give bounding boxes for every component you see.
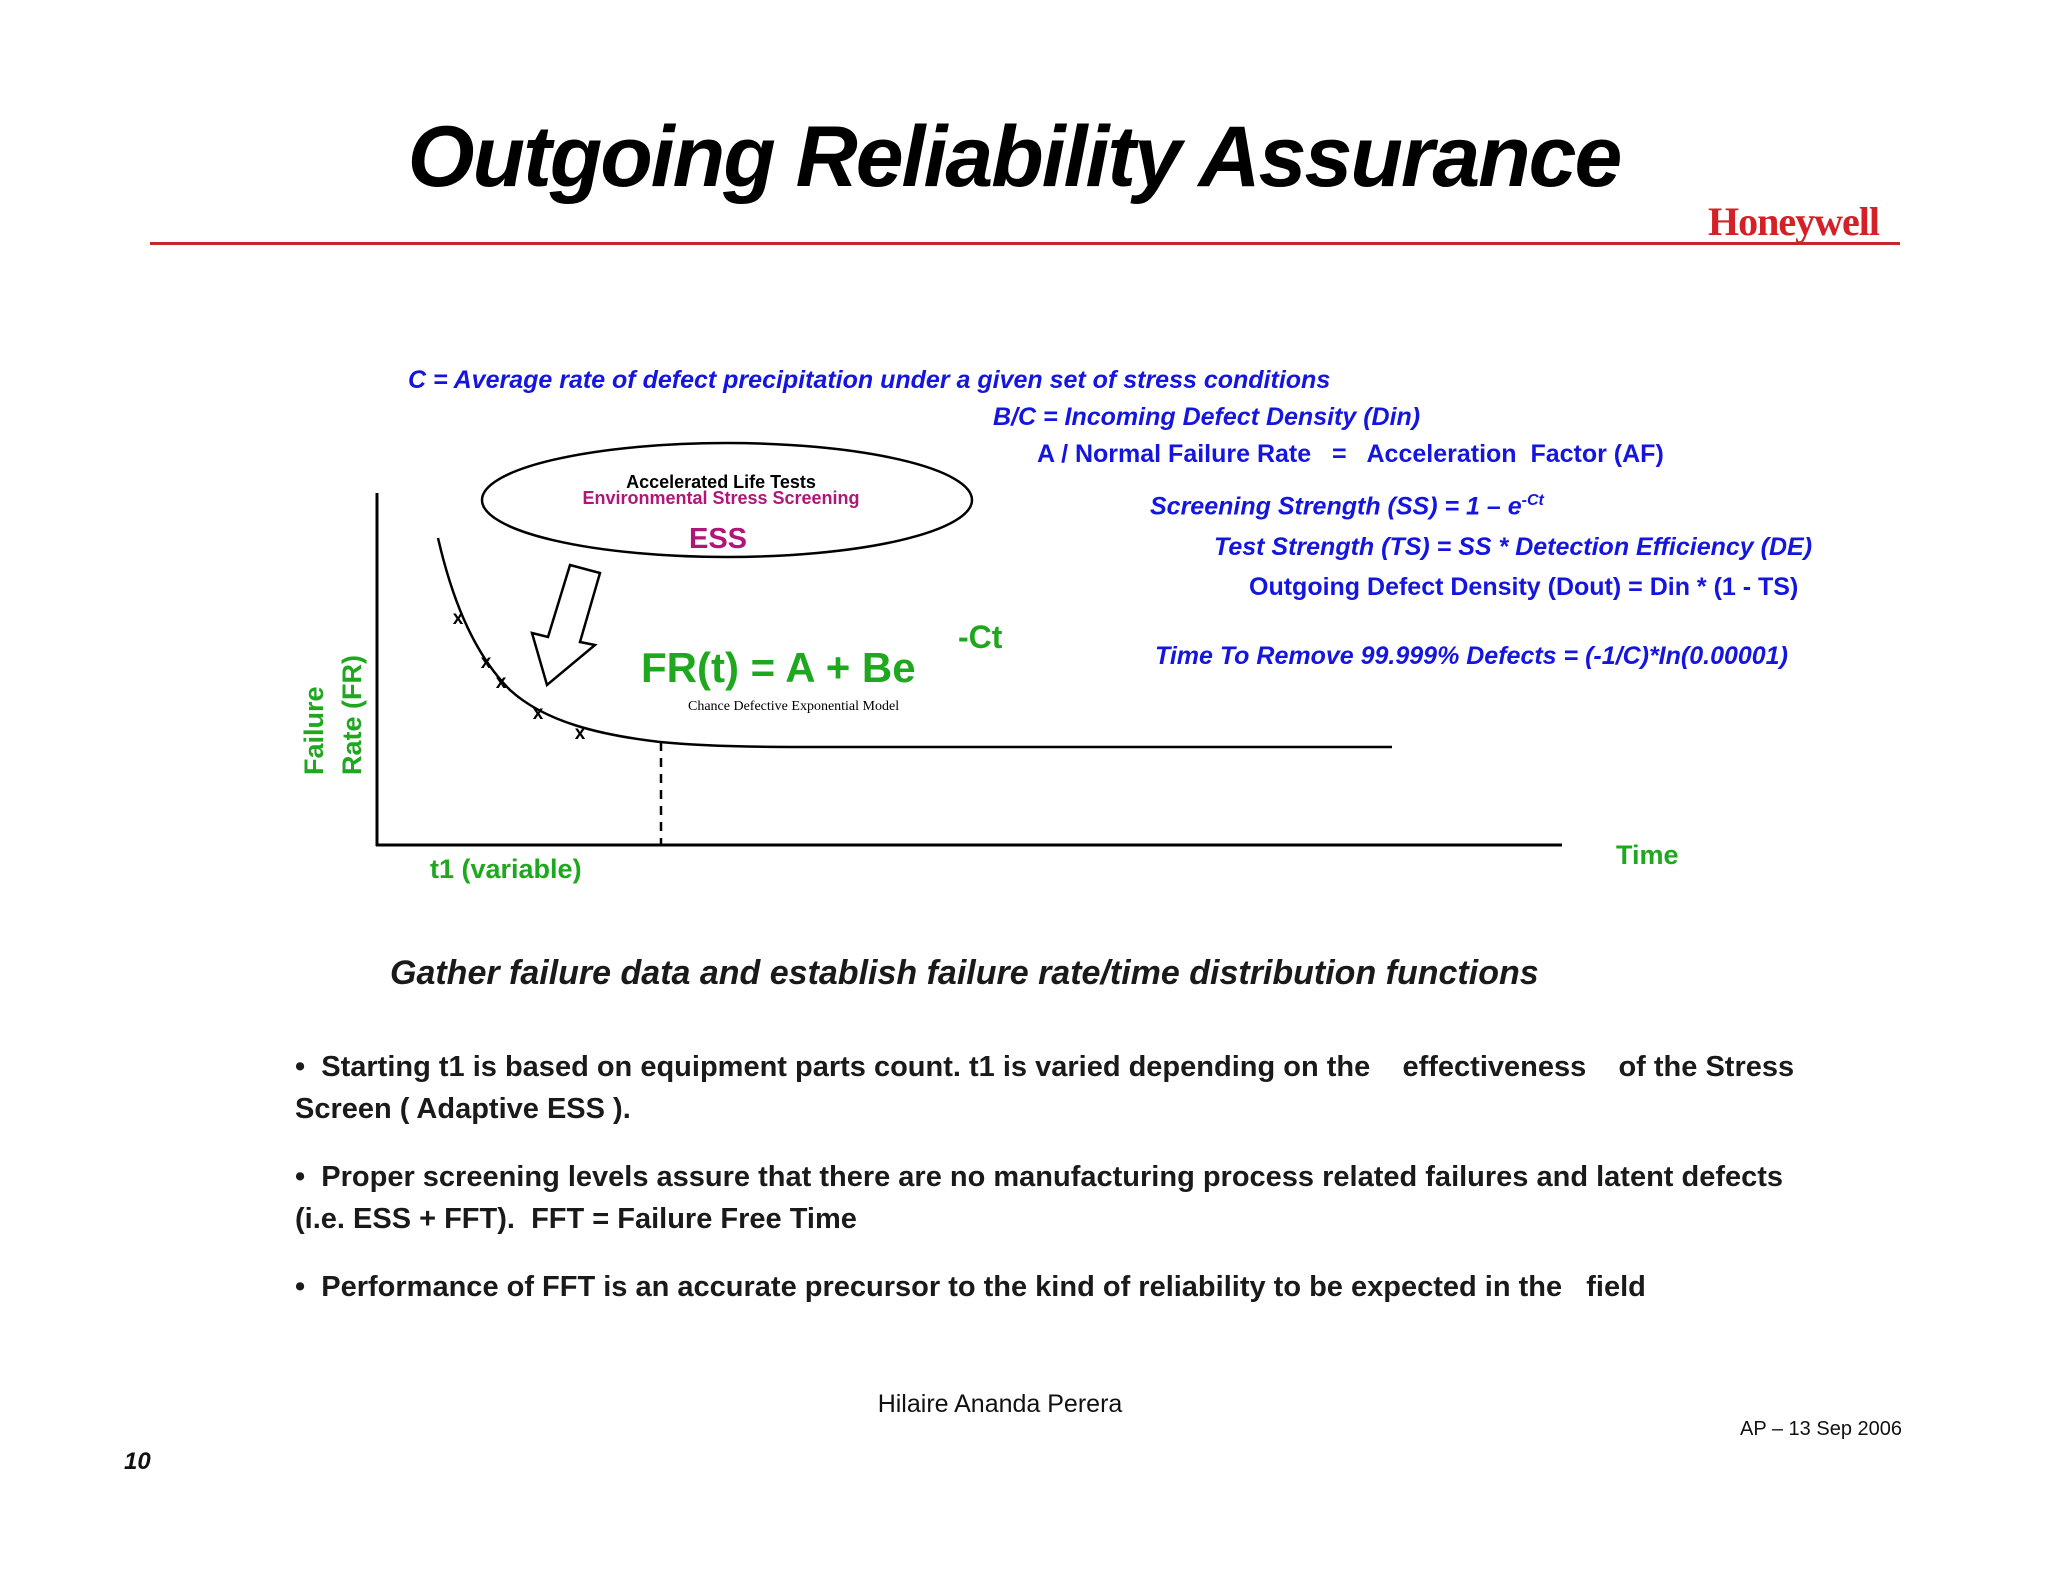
definition-c: C = Average rate of defect precipitation… [408,366,1331,394]
bullet-3: • Performance of FFT is an accurate prec… [295,1271,1646,1303]
y-axis-label-line2: Rate (FR) [337,655,367,775]
definition-ts: Test Strength (TS) = SS * Detection Effi… [1214,533,1813,561]
data-point-marker: x [575,723,586,744]
footer-date: AP – 13 Sep 2006 [1740,1418,1902,1440]
author: Hilaire Ananda Perera [877,1390,1123,1418]
definition-ss: Screening Strength (SS) = 1 – e-Ct [1150,492,1544,521]
ellipse-label-alt: Accelerated Life Tests [626,472,816,492]
t1-label: t1 (variable) [430,854,582,884]
model-caption: Chance Defective Exponential Model [688,699,899,714]
definition-time-to-remove: Time To Remove 99.999% Defects = (-1/C)*… [1155,642,1788,670]
definition-dout: Outgoing Defect Density (Dout) = Din * (… [1249,573,1799,601]
slide-title: Outgoing Reliability Assurance [407,109,1623,205]
definition-af: A / Normal Failure Rate = Acceleration F… [1037,440,1664,468]
data-point-marker: x [481,652,492,673]
failure-rate-curve [436,537,1392,749]
y-axis-label-line1: Failure [299,686,329,775]
ellipse-label-ess: ESS [689,523,747,555]
definition-ss-exponent: -Ct [1521,492,1544,509]
formula: FR(t) = A + Be [641,644,916,691]
down-arrow-icon [530,563,602,688]
title-divider [150,242,1900,245]
data-point-marker: x [453,608,464,629]
honeywell-logo: Honeywell [1708,199,1880,244]
bullet-2: • Proper screening levels assure that th… [295,1161,1792,1235]
definition-ss-text: Screening Strength (SS) = 1 – e [1150,492,1522,521]
slide-subtitle: Gather failure data and establish failur… [390,954,1539,992]
x-axis-label: Time [1616,840,1679,870]
page-number: 10 [124,1448,151,1475]
data-point-marker: x [533,703,544,724]
formula-exponent: -Ct [958,619,1003,655]
data-point-marker: x [496,672,507,693]
definition-bc: B/C = Incoming Defect Density (Din) [993,403,1421,431]
bullet-1: • Starting t1 is based on equipment part… [295,1051,1803,1125]
ellipse-label-ess-long: Environmental Stress Screening [582,488,859,508]
ess-ellipse [480,441,974,559]
